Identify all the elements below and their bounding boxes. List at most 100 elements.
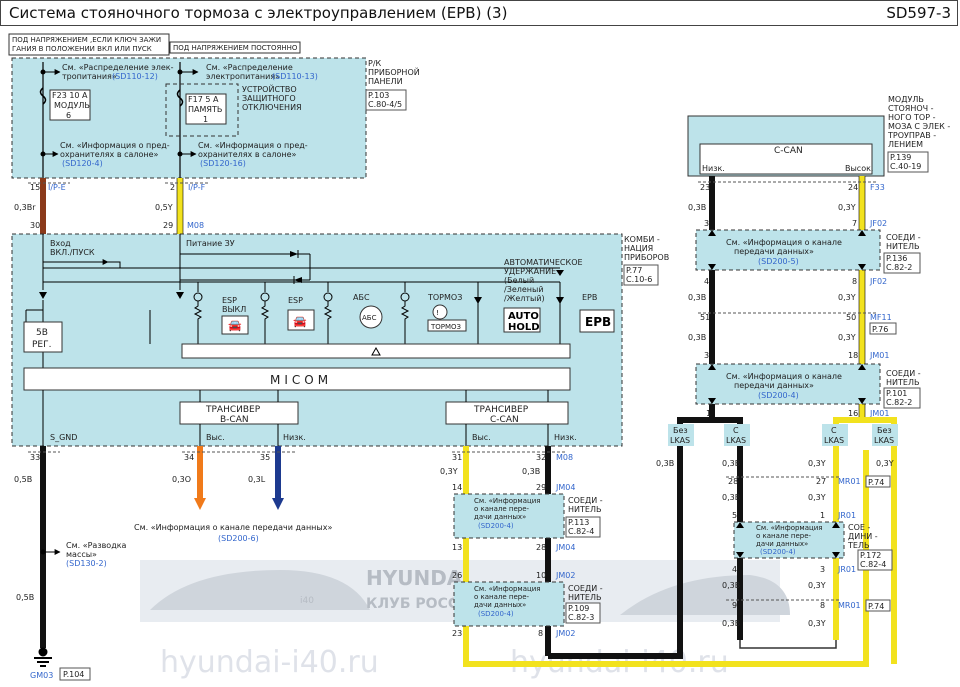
esp-off-car-icon: 🚘 [228, 319, 242, 332]
fuse2-name: ПАМЯТЬ [188, 105, 222, 114]
dist2-ref[interactable]: (SD110-13) [272, 72, 318, 81]
lkas-info-3: дачи данных» [756, 540, 808, 548]
r-pin-16: 16 [848, 409, 858, 418]
epb-ref-1: P.139 [890, 153, 911, 162]
mid-conn2-1: СОЕДИ - [568, 584, 603, 593]
info1-ref[interactable]: (SD120-4) [62, 159, 103, 168]
epb-name-6: ЛЕНИЕМ [888, 140, 923, 149]
pin-32: 32 [536, 453, 546, 462]
r-pin-1: 1 [706, 409, 711, 418]
abs-label: АБС [353, 293, 370, 302]
mid-info-ref[interactable]: (SD200-4) [478, 522, 514, 530]
r-info1-1: См. «Информация о канале [726, 238, 842, 247]
ground-id: GM03 [30, 671, 53, 680]
lkas-pin-3: 3 [820, 565, 825, 574]
note-ign-1: ПОД НАПРЯЖЕНИЕМ ,ЕСЛИ КЛЮЧ ЗАЖИ [12, 36, 161, 44]
r-info2-ref[interactable]: (SD200-4) [758, 391, 799, 400]
epb-name-5: ТРОУПРАВ - [887, 131, 936, 140]
epb-name-4: МОЗА С ЭЛЕК - [888, 122, 950, 131]
r-ref2-1: P.101 [886, 389, 907, 398]
cluster-ref-1: P.77 [626, 266, 642, 275]
epb-ref-2: C.40-19 [890, 162, 921, 171]
r-pin-3a: 3 [704, 219, 709, 228]
mid-info2-2: о канале пере- [474, 593, 530, 601]
note-const: ПОД НАПРЯЖЕНИЕМ ПОСТОЯННО [173, 44, 298, 52]
bcan-lo-label: Низк. [283, 433, 306, 442]
lkas-ref-mr01-a: P.74 [868, 478, 884, 487]
power-notes: ПОД НАПРЯЖЕНИЕМ ,ЕСЛИ КЛЮЧ ЗАЖИ ГАНИЯ В … [8, 33, 301, 56]
pin-15: 15 [30, 183, 40, 192]
ground-symbol-icon [34, 647, 52, 667]
brake-icon-text: ТОРМОЗ [430, 323, 462, 331]
lkas-with2-1: С [831, 426, 837, 435]
conn-mr01-b: MR01 [838, 601, 861, 610]
r-gauge-6: 0,3Y [838, 333, 856, 342]
mid-info2-ref[interactable]: (SD200-4) [478, 610, 514, 618]
conn-m08-b: M08 [556, 453, 573, 462]
cluster-name-3: ПРИБОРОВ [624, 253, 669, 262]
mid-info-2: о канале пере- [474, 505, 530, 513]
r-pin-4: 4 [704, 277, 709, 286]
esp-label: ESP [288, 296, 303, 305]
fuse2-num: 1 [203, 115, 208, 124]
fuse-panel-ref-2: C.80-4/5 [368, 100, 402, 109]
conn-jm02-a: JM02 [555, 571, 575, 580]
bcan-info-1: См. «Информация о канале передачи данных… [134, 523, 332, 532]
lkas-pin-5: 5 [732, 511, 737, 520]
lkas-info-ref[interactable]: (SD200-4) [760, 548, 796, 556]
bcan-info-ref[interactable]: (SD200-6) [218, 534, 259, 543]
auto-hold-5: /Желтый) [504, 294, 545, 303]
r-pin-23: 23 [700, 183, 710, 192]
watermark-car: i40 [300, 596, 314, 606]
auto-hold-1: АВТОМАТИЧЕСКОЕ [504, 258, 583, 267]
conn-jf02-a: JF02 [869, 219, 887, 228]
info1-l1: См. «Информация о пред- [60, 141, 170, 150]
ground-info-ref[interactable]: (SD130-2) [66, 559, 107, 568]
fuse-panel-name-2: ПРИБОРНОЙ [368, 66, 420, 77]
lkas-gauge-g: 0,3B [722, 581, 740, 590]
gauge-34: 0,3O [172, 475, 191, 484]
r-info2-1: См. «Информация о канале [726, 372, 842, 381]
watermark-club: КЛУБ РОССИИ [366, 596, 482, 612]
conn-ipe: I/P-E [48, 183, 66, 192]
abs-circle-icon [359, 305, 383, 329]
pin-23: 23 [452, 629, 462, 638]
epb-lo: Низк. [702, 164, 725, 173]
r-ref1-1: P.136 [886, 254, 907, 263]
epb-name-3: НОГО ТОР - [888, 113, 936, 122]
conn-f33: F33 [870, 183, 885, 192]
conn-ipf: I/P-F [188, 183, 206, 192]
pin-14: 14 [452, 483, 462, 492]
r-pin-50: 50 [846, 313, 856, 322]
lkas-conn-3: ТЕЛЬ [847, 541, 869, 550]
micom-label: MICOM [270, 373, 332, 387]
bcan-hi-label: Выс. [206, 433, 225, 442]
lower-left-wires: 33 0,5B 34 0,3O 35 0,3L См. «Информация … [14, 446, 332, 681]
led-indicators: ESP ВЫКЛ ESP АБС ТОРМОЗ 🚘 🚘 АБС ! ТОРМОЗ… [193, 258, 615, 344]
epb-label: EPB [582, 293, 597, 302]
lkas-info-2: о канале пере- [756, 532, 812, 540]
lkas-pin-9: 9 [732, 601, 737, 610]
protect-3: ОТКЛЮЧЕНИЯ [242, 103, 302, 112]
auto-hold-2: УДЕРЖАНИЕ [504, 267, 556, 276]
ground-info-1: См. «Разводка [66, 541, 127, 550]
r-info1-ref[interactable]: (SD200-5) [758, 257, 799, 266]
conn-mf11: MF11 [870, 313, 892, 322]
right-can-chain: 23 24 F33 0,3B 0,3Y 3 7 JF02 См. «Информ… [677, 176, 921, 448]
r-conn2-1: СОЕДИ - [886, 369, 921, 378]
diagram-header: Система стояночного тормоза с электроупр… [0, 0, 958, 26]
bus-triangle-icon [371, 346, 381, 356]
conn-jr01-b: JR01 [837, 565, 856, 574]
pin-35: 35 [260, 453, 270, 462]
conn-jm04-a: JM04 [555, 483, 575, 492]
fuse-panel: Р/К ПРИБОРНОЙ ПАНЕЛИ P.103 C.80-4/5 См. … [11, 57, 420, 179]
dist2-line2: электропитания» [206, 72, 280, 81]
info2-ref[interactable]: (SD120-16) [200, 159, 246, 168]
bcan-1: ТРАНСИВЕР [205, 405, 261, 415]
diagram-title: Система стояночного тормоза с электроупр… [9, 4, 508, 22]
mid-ref1-1: P.113 [568, 518, 589, 527]
conn-jf02-b: JF02 [869, 277, 887, 286]
dist1-ref[interactable]: (SD110-12) [112, 72, 158, 81]
r-info2-2: передачи данных» [734, 381, 814, 390]
